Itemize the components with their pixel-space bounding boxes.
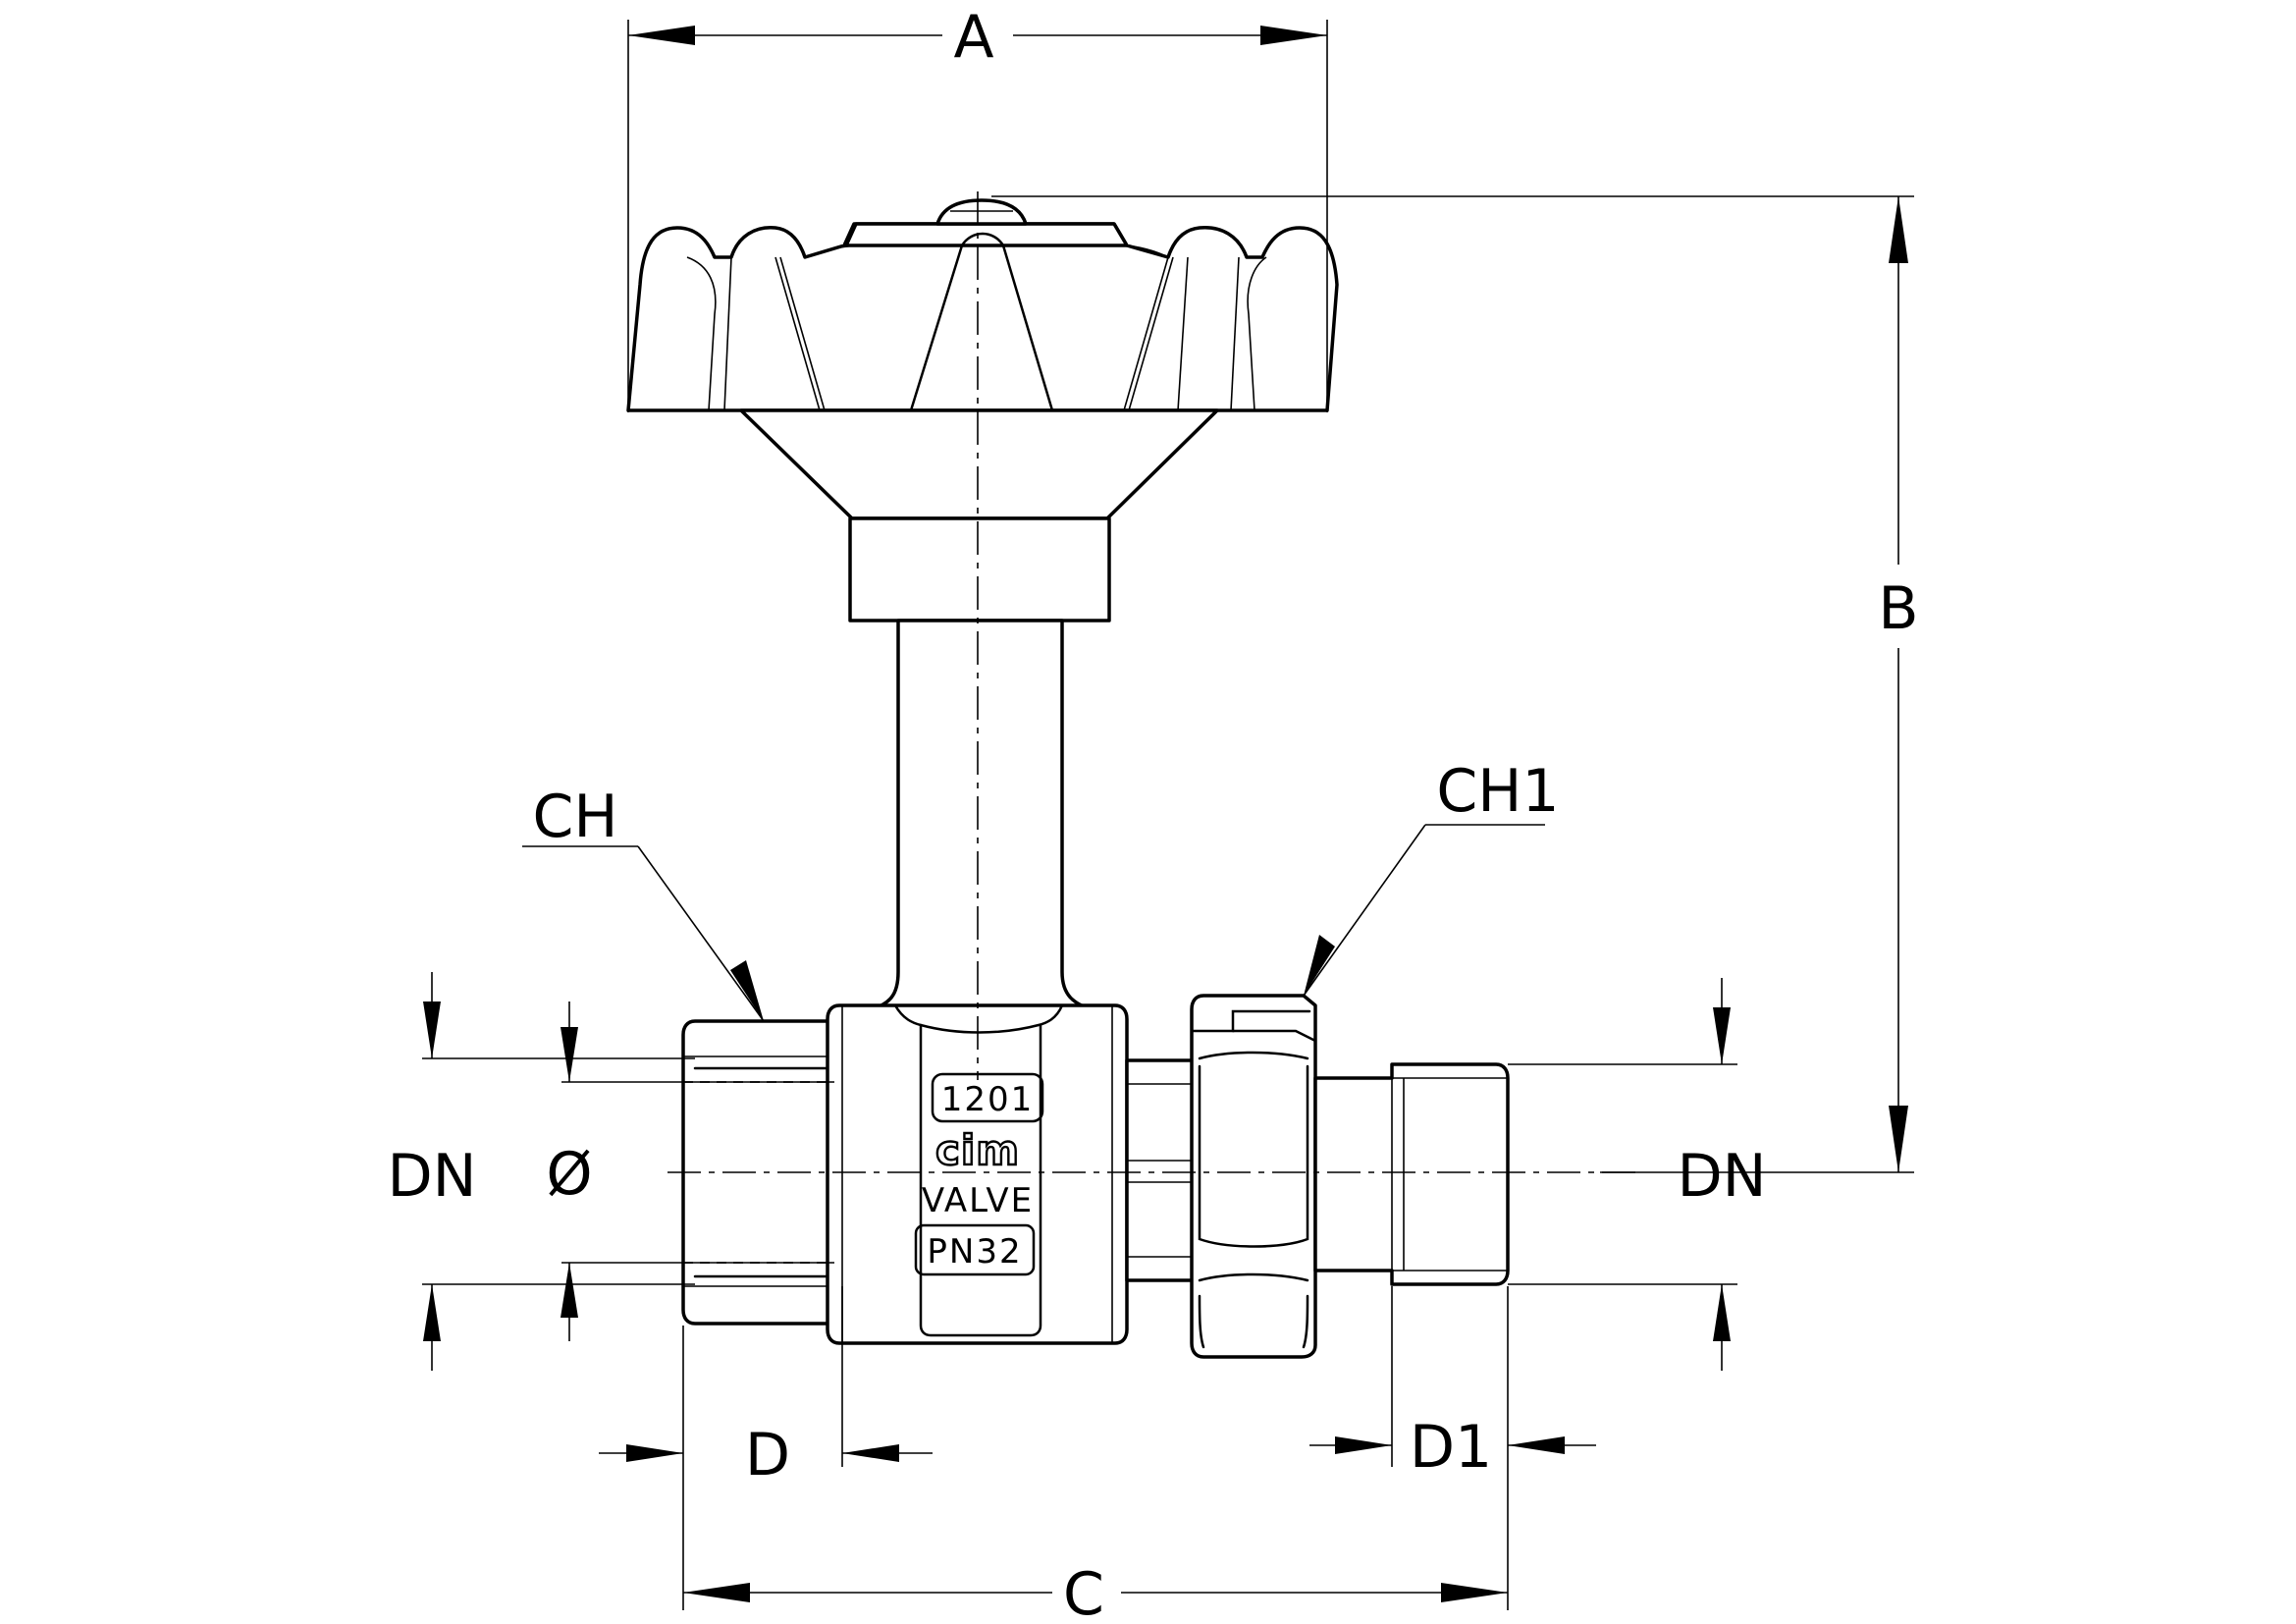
dimension-c-label: C [1063, 1560, 1104, 1624]
valve-body-outline [826, 1003, 1129, 1345]
handwheel [626, 198, 1339, 623]
valve-label: VALVE [922, 1181, 1034, 1220]
brand-logo: cim [935, 1126, 1020, 1174]
handwheel-hub-cone [739, 408, 1219, 520]
right-union-end [1125, 994, 1510, 1359]
dimension-dn-left: DN [387, 972, 695, 1371]
valve-body: 1201 cim VALVE PN32 [826, 1003, 1129, 1345]
dimension-phi-label: Ø [546, 1140, 592, 1209]
union-sleeve [1125, 1058, 1198, 1282]
valve-stem [862, 619, 1101, 1013]
handwheel-crown [626, 222, 1339, 412]
union-nut [1190, 994, 1317, 1359]
pressure-badge-frame [914, 1223, 1036, 1276]
dimension-d-label: D [745, 1421, 790, 1489]
left-end-hex [681, 1019, 832, 1326]
dimension-b: B [991, 195, 1919, 1173]
leader-ch: CH [522, 783, 765, 1022]
model-badge-frame [931, 1072, 1044, 1123]
dimension-a-label: A [953, 3, 993, 72]
leader-ch1-label: CH1 [1436, 757, 1559, 826]
dimension-dn-right: DN [1508, 978, 1767, 1371]
dimension-d: D [599, 1286, 933, 1489]
leader-ch1: CH1 [1303, 757, 1560, 997]
dimension-c: C [682, 1286, 1509, 1624]
dimension-d1: D1 [1309, 1286, 1596, 1482]
pressure-rating: PN32 [927, 1232, 1022, 1272]
model-number: 1201 [941, 1080, 1035, 1119]
male-thread-end [1313, 1062, 1510, 1286]
dimension-d1-label: D1 [1410, 1413, 1492, 1482]
dimension-phi: Ø [546, 1001, 834, 1341]
dimension-dn-right-label: DN [1677, 1142, 1766, 1211]
handwheel-hub-collar [848, 516, 1111, 623]
handwheel-cap-top [935, 198, 1028, 226]
dimension-dn-left-label: DN [387, 1142, 476, 1211]
dimension-b-label: B [1878, 574, 1918, 643]
body-casting-panel [919, 1023, 1042, 1337]
dimension-a: A [627, 3, 1328, 412]
leader-ch-label: CH [532, 783, 617, 851]
handwheel-ribs [686, 232, 1267, 412]
